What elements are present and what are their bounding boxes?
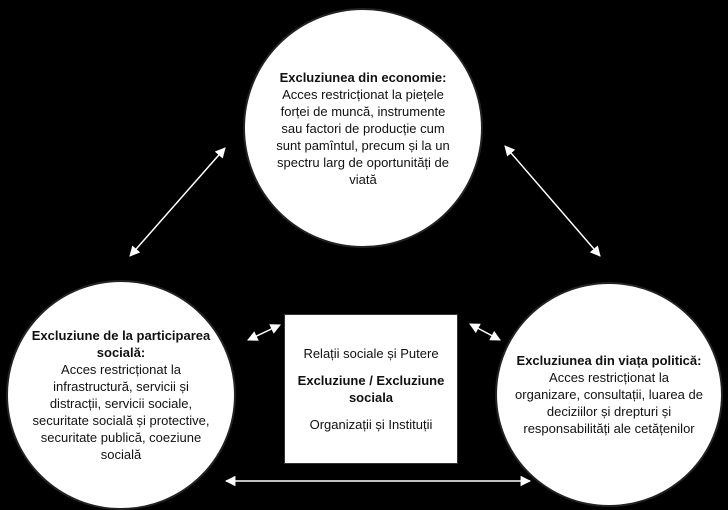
circle-text: Acces restricționat la piețele forței de… xyxy=(276,86,450,187)
circle-economic-exclusion: Excluziunea din economie: Acces restricț… xyxy=(243,8,483,248)
circle-title: Excluziunea din economie: xyxy=(279,69,447,85)
arrow-center-right xyxy=(469,323,501,341)
arrow-center-left xyxy=(247,324,281,341)
circle-title: Excluziune de la participarea socială: xyxy=(31,328,211,360)
circle-social-participation-exclusion: Excluziune de la participarea socială: A… xyxy=(6,280,236,510)
center-box: Relații sociale și Putere Excluziune / E… xyxy=(284,314,458,464)
circle-text: Acces restricționat la organizare, consu… xyxy=(515,370,703,436)
center-line-relations: Relații sociale și Putere xyxy=(303,346,439,361)
arrow-top-left xyxy=(129,147,226,257)
circle-title: Excluziunea din viața politică: xyxy=(516,353,702,368)
circle-text: Acces restricționat la infrastructură, s… xyxy=(32,362,210,462)
center-line-organizations: Organizații și Instituții xyxy=(309,417,433,432)
circle-political-exclusion: Excluziunea din viața politică: Acces re… xyxy=(495,282,723,507)
arrow-top-right xyxy=(504,145,601,257)
center-line-exclusion: Excluziune / Excluziune sociala xyxy=(297,373,445,405)
